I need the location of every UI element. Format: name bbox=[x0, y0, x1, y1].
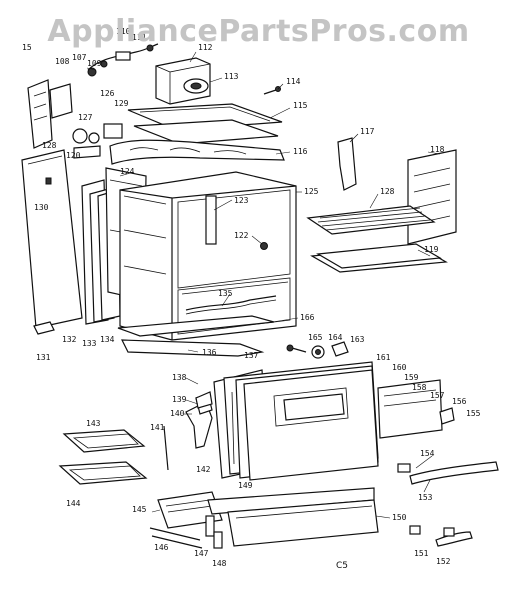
wire-harness-part bbox=[87, 43, 159, 77]
tray-lower-part bbox=[58, 461, 148, 485]
part-label: 111 bbox=[132, 33, 147, 42]
part-label: 134 bbox=[100, 335, 115, 344]
part-label: 131 bbox=[36, 353, 51, 362]
rack-bracket-part bbox=[337, 137, 357, 191]
part-label: 152 bbox=[436, 557, 451, 566]
drawer-slides-part bbox=[149, 515, 223, 549]
part-label: 128 bbox=[42, 141, 57, 150]
part-label: 156 bbox=[452, 397, 467, 406]
part-label: 148 bbox=[212, 559, 227, 568]
diagram-code: C5 bbox=[336, 561, 348, 571]
broiler-pan-part bbox=[310, 243, 448, 273]
part-label: 109 bbox=[87, 59, 102, 68]
drawer-clips-part bbox=[409, 525, 473, 547]
door-hardware-part bbox=[286, 341, 349, 359]
part-label: 138 bbox=[172, 373, 187, 382]
part-label: 158 bbox=[412, 383, 427, 392]
part-label: 136 bbox=[202, 348, 217, 357]
part-label: 115 bbox=[293, 101, 308, 110]
part-label: 166 bbox=[300, 313, 315, 322]
part-label: 113 bbox=[224, 72, 239, 81]
part-label: 149 bbox=[238, 481, 253, 490]
part-label: 130 bbox=[34, 203, 49, 212]
drawer-handle-part bbox=[397, 461, 499, 485]
part-label: 129 bbox=[114, 99, 129, 108]
part-label: 122 bbox=[234, 231, 249, 240]
part-label: 142 bbox=[196, 465, 211, 474]
top-panel-part bbox=[127, 103, 283, 145]
part-label: 145 bbox=[132, 505, 147, 514]
tray-upper-part bbox=[62, 429, 146, 453]
part-label: 128 bbox=[380, 187, 395, 196]
door-panel-rear-part bbox=[377, 379, 455, 439]
part-label: 126 bbox=[100, 89, 115, 98]
rack-guide-part bbox=[407, 149, 457, 245]
part-label: 127 bbox=[78, 113, 93, 122]
leader-lines bbox=[86, 51, 441, 519]
part-label: 119 bbox=[424, 245, 439, 254]
part-label: 125 bbox=[304, 187, 319, 196]
part-label: 123 bbox=[234, 196, 249, 205]
oven-rack-part bbox=[306, 205, 436, 235]
part-label: 107 bbox=[72, 53, 87, 62]
part-label: 118 bbox=[430, 145, 445, 154]
part-label: 108 bbox=[55, 57, 70, 66]
part-label: 114 bbox=[286, 77, 301, 86]
bottom-rail-part bbox=[33, 315, 275, 357]
part-label: 112 bbox=[198, 43, 213, 52]
part-label: 139 bbox=[172, 395, 187, 404]
sensor-dot-part bbox=[260, 242, 268, 250]
part-label: 132 bbox=[62, 335, 77, 344]
part-label: 165 bbox=[308, 333, 323, 342]
part-label: 157 bbox=[430, 391, 445, 400]
part-label: 120 bbox=[66, 151, 81, 160]
part-label: 154 bbox=[420, 449, 435, 458]
part-labels: 15 110 111 108 107 109 112 113 114 115 1… bbox=[22, 27, 481, 571]
part-label: 147 bbox=[194, 549, 209, 558]
part-label: 153 bbox=[418, 493, 433, 502]
part-label: 151 bbox=[414, 549, 429, 558]
part-label: 150 bbox=[392, 513, 407, 522]
oven-door-part bbox=[213, 361, 379, 481]
part-label: 160 bbox=[392, 363, 407, 372]
part-label: 161 bbox=[376, 353, 391, 362]
part-label: 141 bbox=[150, 423, 165, 432]
part-label: 15 bbox=[22, 43, 32, 52]
part-label: 135 bbox=[218, 289, 233, 298]
part-label: 155 bbox=[466, 409, 481, 418]
part-label: 164 bbox=[328, 333, 343, 342]
side-panel-part bbox=[21, 149, 83, 329]
part-label: 117 bbox=[360, 127, 375, 136]
part-label: 144 bbox=[66, 499, 81, 508]
screw-part bbox=[263, 86, 281, 95]
part-label: 140 bbox=[170, 409, 185, 418]
part-label: 137 bbox=[244, 351, 259, 360]
oven-cavity-part bbox=[119, 171, 297, 341]
small-parts-cluster bbox=[72, 123, 123, 159]
part-label: 146 bbox=[154, 543, 169, 552]
drawer-body-part bbox=[157, 487, 379, 547]
part-label: 116 bbox=[293, 147, 308, 156]
latch-bracket-part bbox=[27, 79, 73, 149]
part-label: 163 bbox=[350, 335, 365, 344]
part-label: 133 bbox=[82, 339, 97, 348]
part-label: 159 bbox=[404, 373, 419, 382]
oven-liner-top-part bbox=[109, 139, 285, 165]
vent-assembly-part bbox=[155, 57, 211, 105]
part-label: 143 bbox=[86, 419, 101, 428]
clip-part bbox=[195, 391, 213, 409]
part-label: 124 bbox=[120, 167, 135, 176]
part-label: 110 bbox=[116, 27, 131, 36]
